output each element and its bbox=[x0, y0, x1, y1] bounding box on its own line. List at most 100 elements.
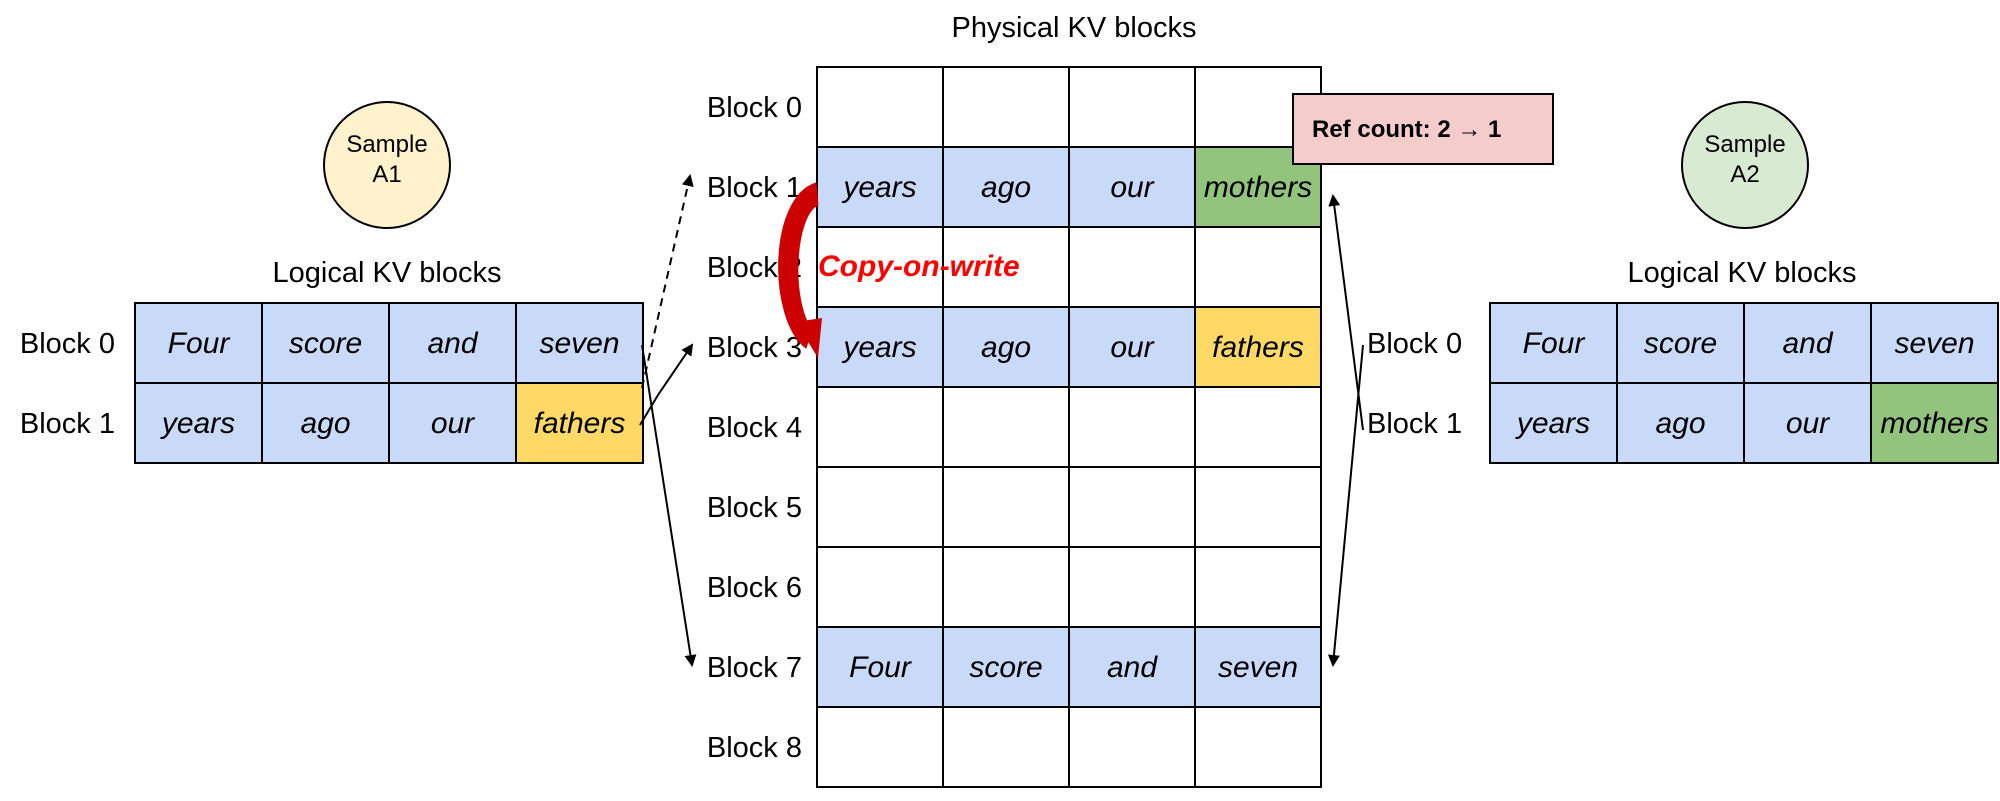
token-text: and bbox=[1782, 327, 1833, 360]
sample_a1-name-line: A1 bbox=[372, 161, 401, 188]
kv-cell bbox=[1616, 302, 1745, 384]
kv-cell bbox=[1194, 306, 1322, 388]
block-row: Block 4 bbox=[707, 386, 1322, 468]
arrow-a2-block1-to-phys1 bbox=[1328, 194, 1364, 431]
kv-cell bbox=[1068, 466, 1196, 548]
kv-cell bbox=[942, 146, 1070, 228]
logical-title-a2: Logical KV blocks bbox=[1628, 257, 1857, 289]
ref-count-text: Ref count: 2 → 1 bbox=[1312, 116, 1501, 143]
kv-cell bbox=[1068, 546, 1196, 628]
arrow-a1-block0-to-phys7 bbox=[641, 344, 697, 667]
kv-cell bbox=[388, 382, 517, 464]
kv-cell bbox=[134, 382, 263, 464]
kv-cell bbox=[1870, 302, 1999, 384]
kv-cell bbox=[1068, 306, 1196, 388]
token-text: ago bbox=[981, 171, 1031, 204]
token-text: years bbox=[1515, 407, 1590, 440]
block-row: Block 8 bbox=[707, 706, 1322, 788]
token-text: our bbox=[431, 407, 475, 440]
kv-cell bbox=[1194, 386, 1322, 468]
kv-cell bbox=[1068, 226, 1196, 308]
token-text: years bbox=[841, 171, 916, 204]
token-text: our bbox=[1110, 171, 1154, 204]
kv-cell bbox=[942, 66, 1070, 148]
kv-cell bbox=[1743, 302, 1872, 384]
token-text: seven bbox=[539, 327, 619, 360]
token-text: Four bbox=[168, 327, 231, 360]
logical-title-a1: Logical KV blocks bbox=[273, 257, 502, 289]
token-text: ago bbox=[1655, 407, 1705, 440]
kv-cell bbox=[1194, 546, 1322, 628]
block-label: Block 1 bbox=[1367, 408, 1462, 440]
block-row: Block 0 Four score and seven bbox=[1367, 302, 1999, 384]
kv-cell bbox=[1743, 382, 1872, 464]
token-text: and bbox=[1107, 651, 1158, 684]
kv-cell bbox=[1068, 706, 1196, 788]
token-text: seven bbox=[1218, 651, 1298, 684]
kv-cell bbox=[816, 546, 944, 628]
token-text: mothers bbox=[1880, 407, 1988, 440]
kv-cell bbox=[1870, 382, 1999, 464]
kv-cell bbox=[816, 306, 944, 388]
kv-cell bbox=[1194, 626, 1322, 708]
kv-cell bbox=[1068, 146, 1196, 228]
arrow-a1-block1-to-phys3 bbox=[639, 343, 694, 426]
token-text: score bbox=[1644, 327, 1717, 360]
token-text: Four bbox=[1523, 327, 1586, 360]
block-label: Block 1 bbox=[707, 172, 802, 204]
kv-cell bbox=[816, 466, 944, 548]
kv-cell bbox=[261, 382, 390, 464]
token-text: seven bbox=[1894, 327, 1974, 360]
block-label: Block 0 bbox=[20, 328, 115, 360]
kv-cell bbox=[1068, 66, 1196, 148]
kv-cell bbox=[1194, 226, 1322, 308]
block-label: Block 7 bbox=[707, 652, 802, 684]
kv-cell bbox=[816, 386, 944, 468]
kv-cell bbox=[816, 706, 944, 788]
kv-cell bbox=[942, 546, 1070, 628]
block-row: Block 5 bbox=[707, 466, 1322, 548]
token-text: mothers bbox=[1204, 171, 1312, 204]
token-text: score bbox=[969, 651, 1042, 684]
token-text: score bbox=[289, 327, 362, 360]
sample_a2-name-line: Sample bbox=[1704, 131, 1785, 158]
block-row: Block 0 bbox=[707, 66, 1322, 148]
sample_a2-name-line: A2 bbox=[1730, 161, 1759, 188]
token-text: our bbox=[1110, 331, 1154, 364]
kv-cell bbox=[942, 466, 1070, 548]
token-text: years bbox=[841, 331, 916, 364]
block-label: Block 5 bbox=[707, 492, 802, 524]
block-row: Block 6 bbox=[707, 546, 1322, 628]
kv-cell bbox=[1194, 706, 1322, 788]
kv-cell bbox=[942, 226, 1070, 308]
ref-count-box: Ref count: 2 → 1 bbox=[1292, 93, 1554, 165]
kv-cell bbox=[134, 302, 263, 384]
block-row: Block 2 bbox=[707, 226, 1322, 308]
block-label: Block 0 bbox=[1367, 328, 1462, 360]
block-label: Block 8 bbox=[707, 732, 802, 764]
sample_a1-name-line: Sample bbox=[346, 131, 427, 158]
token-text: fathers bbox=[1212, 331, 1304, 364]
kv-cell bbox=[515, 382, 644, 464]
kv-cell bbox=[942, 386, 1070, 468]
kv-cell bbox=[1489, 302, 1618, 384]
kv-cell bbox=[1616, 382, 1745, 464]
token-text: ago bbox=[981, 331, 1031, 364]
physical-title: Physical KV blocks bbox=[952, 12, 1197, 44]
token-text: fathers bbox=[534, 407, 626, 440]
mapping-arrows bbox=[639, 174, 1364, 667]
kv-cell bbox=[816, 226, 944, 308]
token-text: and bbox=[427, 327, 478, 360]
block-label: Block 0 bbox=[707, 92, 802, 124]
